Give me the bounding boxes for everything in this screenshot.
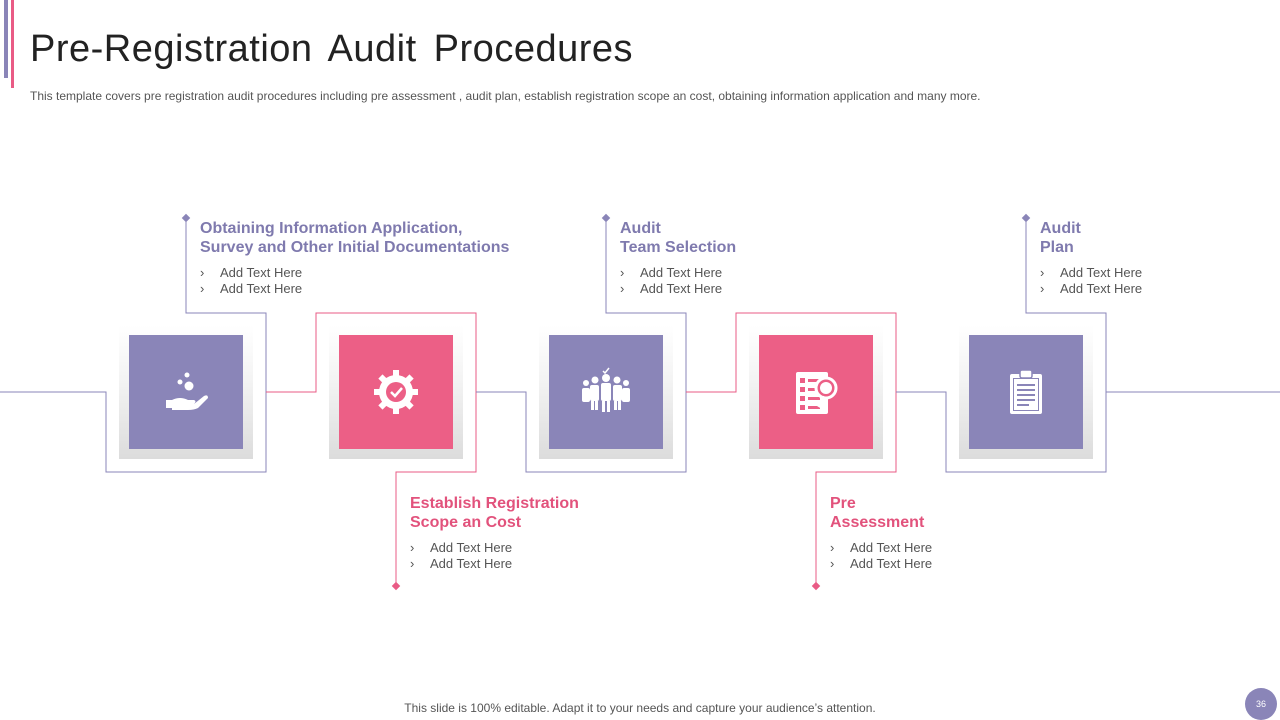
list-item: ›Add Text Here	[410, 540, 513, 555]
gear-check-icon	[374, 370, 418, 414]
list-item: ›Add Text Here	[1040, 281, 1143, 296]
list-item: ›Add Text Here	[200, 281, 303, 296]
step-4-label: Pre Assessment ›Add Text Here ›Add Text …	[830, 494, 932, 572]
step-1-tile	[119, 325, 253, 459]
step-5-list: ›Add Text Here ›Add Text Here	[1040, 265, 1142, 297]
clipboard-icon	[1010, 369, 1042, 414]
list-item: ›Add Text Here	[830, 556, 933, 571]
step-2-tile	[329, 325, 463, 459]
step-4-tile	[749, 325, 883, 459]
checklist-magnifier-icon	[796, 372, 838, 414]
accent-bars	[4, 0, 16, 88]
step-5-heading: Audit Plan	[1040, 220, 1081, 256]
hand-coins-icon	[166, 372, 208, 410]
team-icon	[582, 367, 630, 412]
list-item: ›Add Text Here	[200, 265, 303, 280]
page-number-badge: 36	[1245, 688, 1277, 720]
step-1-label: Obtaining Information Application, Surve…	[200, 219, 509, 297]
footer-note: This slide is 100% editable. Adapt it to…	[404, 701, 876, 715]
list-item: ›Add Text Here	[1040, 265, 1143, 280]
step-3-list: ›Add Text Here ›Add Text Here	[620, 265, 736, 297]
step-4-heading: Pre Assessment	[830, 495, 925, 531]
page-title: Pre-Registration Audit Procedures	[30, 28, 634, 70]
step-2-heading: Establish Registration Scope an Cost	[410, 495, 579, 531]
list-item: ›Add Text Here	[410, 556, 513, 571]
step-3-heading: Audit Team Selection	[620, 220, 737, 256]
step-2-list: ›Add Text Here ›Add Text Here	[410, 540, 579, 572]
step-4-list: ›Add Text Here ›Add Text Here	[830, 540, 932, 572]
list-item: ›Add Text Here	[620, 281, 723, 296]
list-item: ›Add Text Here	[620, 265, 723, 280]
step-3-tile	[539, 325, 673, 459]
step-3-label: Audit Team Selection ›Add Text Here ›Add…	[620, 219, 736, 297]
step-5-label: Audit Plan ›Add Text Here ›Add Text Here	[1040, 219, 1142, 297]
page-subtitle: This template covers pre registration au…	[30, 89, 981, 103]
step-5-tile	[959, 325, 1093, 459]
step-1-list: ›Add Text Here ›Add Text Here	[200, 265, 509, 297]
step-2-label: Establish Registration Scope an Cost ›Ad…	[410, 494, 579, 572]
step-1-heading: Obtaining Information Application, Surve…	[200, 220, 510, 256]
list-item: ›Add Text Here	[830, 540, 933, 555]
